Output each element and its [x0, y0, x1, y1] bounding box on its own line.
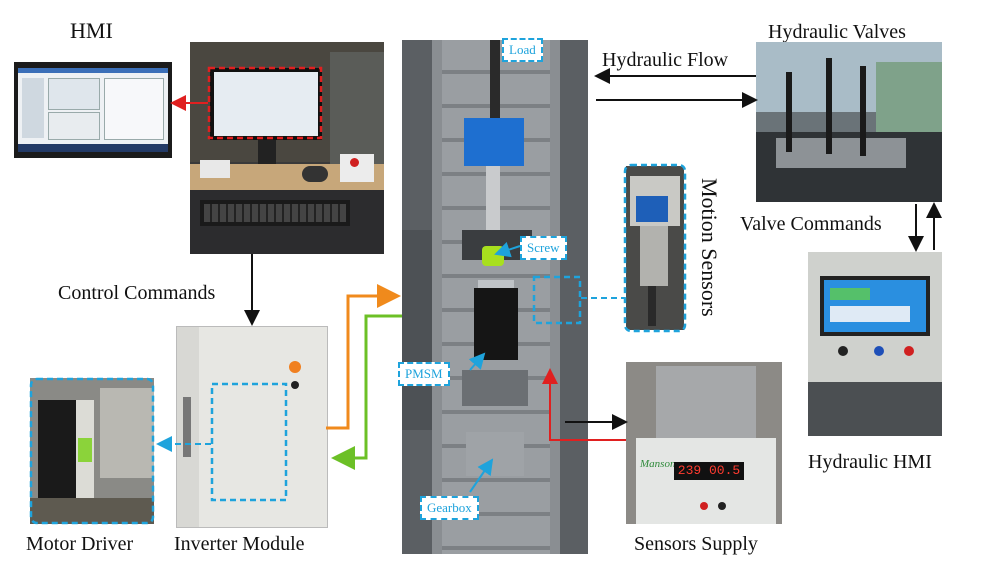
motor-driver-photo — [30, 378, 154, 524]
hydraulic-valves-photo — [756, 42, 942, 202]
label-inverter-module: Inverter Module — [174, 533, 305, 555]
motion-sensor-photo — [626, 166, 684, 330]
label-hydraulic-hmi: Hydraulic HMI — [808, 451, 932, 473]
workstation-photo — [190, 42, 384, 254]
label-hydraulic-flow: Hydraulic Flow — [602, 49, 729, 71]
tag-pmsm: PMSM — [398, 362, 450, 386]
green-link — [331, 314, 402, 470]
test-bench-photo — [402, 40, 588, 554]
label-valve-commands: Valve Commands — [740, 213, 882, 235]
power-supply-display: 239 00.5 — [674, 462, 744, 480]
hydraulic-hmi-photo — [808, 252, 942, 436]
power-supply-brand: Manson — [640, 458, 676, 470]
label-sensors-supply: Sensors Supply — [634, 533, 758, 555]
hmi-screen-photo — [14, 62, 172, 158]
label-hmi: HMI — [70, 18, 113, 43]
sensors-supply-photo: Manson 239 00.5 — [626, 362, 782, 524]
tag-gearbox: Gearbox — [420, 496, 479, 520]
tag-load: Load — [502, 38, 543, 62]
label-control-commands: Control Commands — [58, 282, 216, 304]
tag-screw: Screw — [520, 236, 567, 260]
label-hydraulic-valves: Hydraulic Valves — [768, 21, 906, 43]
inverter-module-photo — [176, 326, 328, 528]
label-motor-driver: Motor Driver — [26, 533, 134, 555]
orange-link — [326, 284, 401, 430]
label-motion-sensors: Motion Sensors — [697, 178, 722, 317]
